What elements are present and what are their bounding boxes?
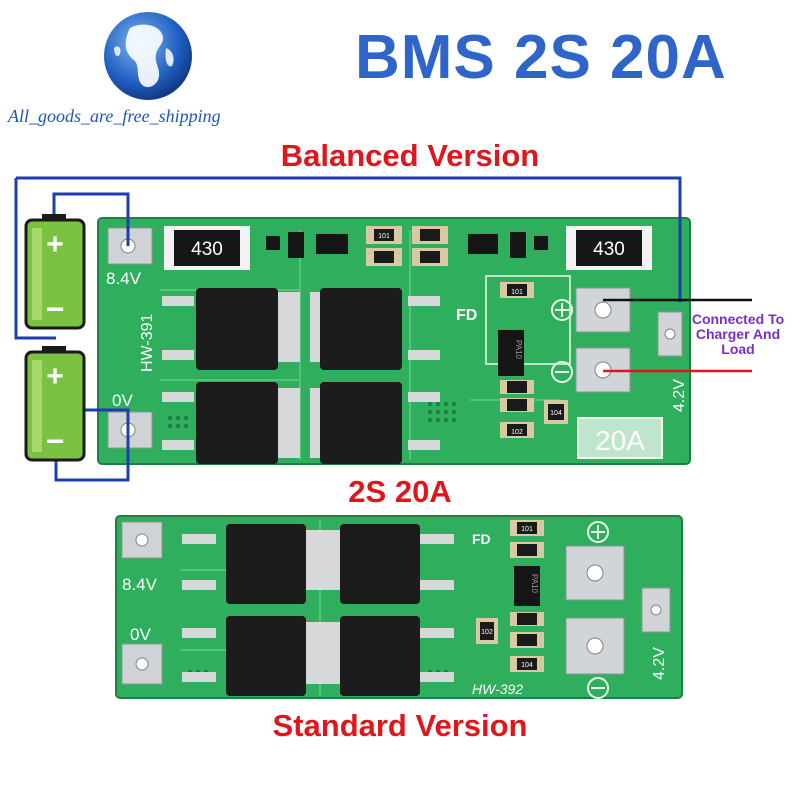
- bottom-ic-text: PA10: [530, 574, 539, 594]
- top-pad-low-label: 0V: [112, 391, 133, 410]
- connected-note: Connected To Charger And Load: [676, 312, 800, 357]
- top-cell-label: 4.2V: [671, 379, 688, 412]
- balanced-version-label: Balanced Version: [280, 138, 540, 173]
- bottom-model-label: HW-392: [472, 681, 523, 697]
- top-smd-104: 104: [550, 410, 562, 417]
- battery-bottom-minus: −: [46, 423, 65, 459]
- top-smd-101-b: 101: [511, 289, 523, 296]
- store-name: All_goods_are_free_shipping: [8, 106, 221, 126]
- top-smd-101: 101: [378, 233, 390, 240]
- battery-bottom: [24, 346, 86, 462]
- board-standard: [115, 515, 683, 699]
- top-fd-label: FD: [456, 307, 477, 324]
- top-ic-text: PA10: [514, 340, 523, 360]
- top-resistor-right: 430: [593, 239, 625, 260]
- model-label: 2S 20A: [348, 474, 452, 509]
- bottom-smd-101: 101: [521, 526, 533, 533]
- top-model-label: HW-391: [139, 314, 156, 372]
- bottom-cell-label: 4.2V: [651, 647, 668, 680]
- globe-icon: [104, 12, 192, 100]
- top-pad-high-label: 8.4V: [106, 269, 142, 288]
- globe-logo: [100, 8, 196, 104]
- connected-note-line-1: Connected To: [691, 311, 785, 327]
- page-title: BMS 2S 20A: [355, 23, 727, 92]
- top-resistor-left: 430: [191, 239, 223, 260]
- bottom-pad-low-label: 0V: [130, 625, 151, 644]
- battery-top-plus: +: [46, 228, 64, 261]
- battery-bottom-plus: +: [46, 360, 64, 393]
- bottom-fd-label: FD: [472, 531, 491, 547]
- bottom-smd-102: 102: [481, 629, 493, 636]
- bottom-pad-high-label: 8.4V: [122, 575, 158, 594]
- board-balanced: [97, 217, 691, 465]
- top-rating-label: 20A: [595, 425, 645, 456]
- connected-note-line-2: Charger And: [695, 326, 781, 342]
- top-smd-102: 102: [511, 429, 523, 436]
- bottom-smd-104: 104: [521, 662, 533, 669]
- connected-note-line-3: Load: [721, 341, 755, 357]
- battery-top: [24, 214, 86, 330]
- battery-top-minus: −: [46, 291, 65, 327]
- standard-version-label: Standard Version: [272, 708, 528, 743]
